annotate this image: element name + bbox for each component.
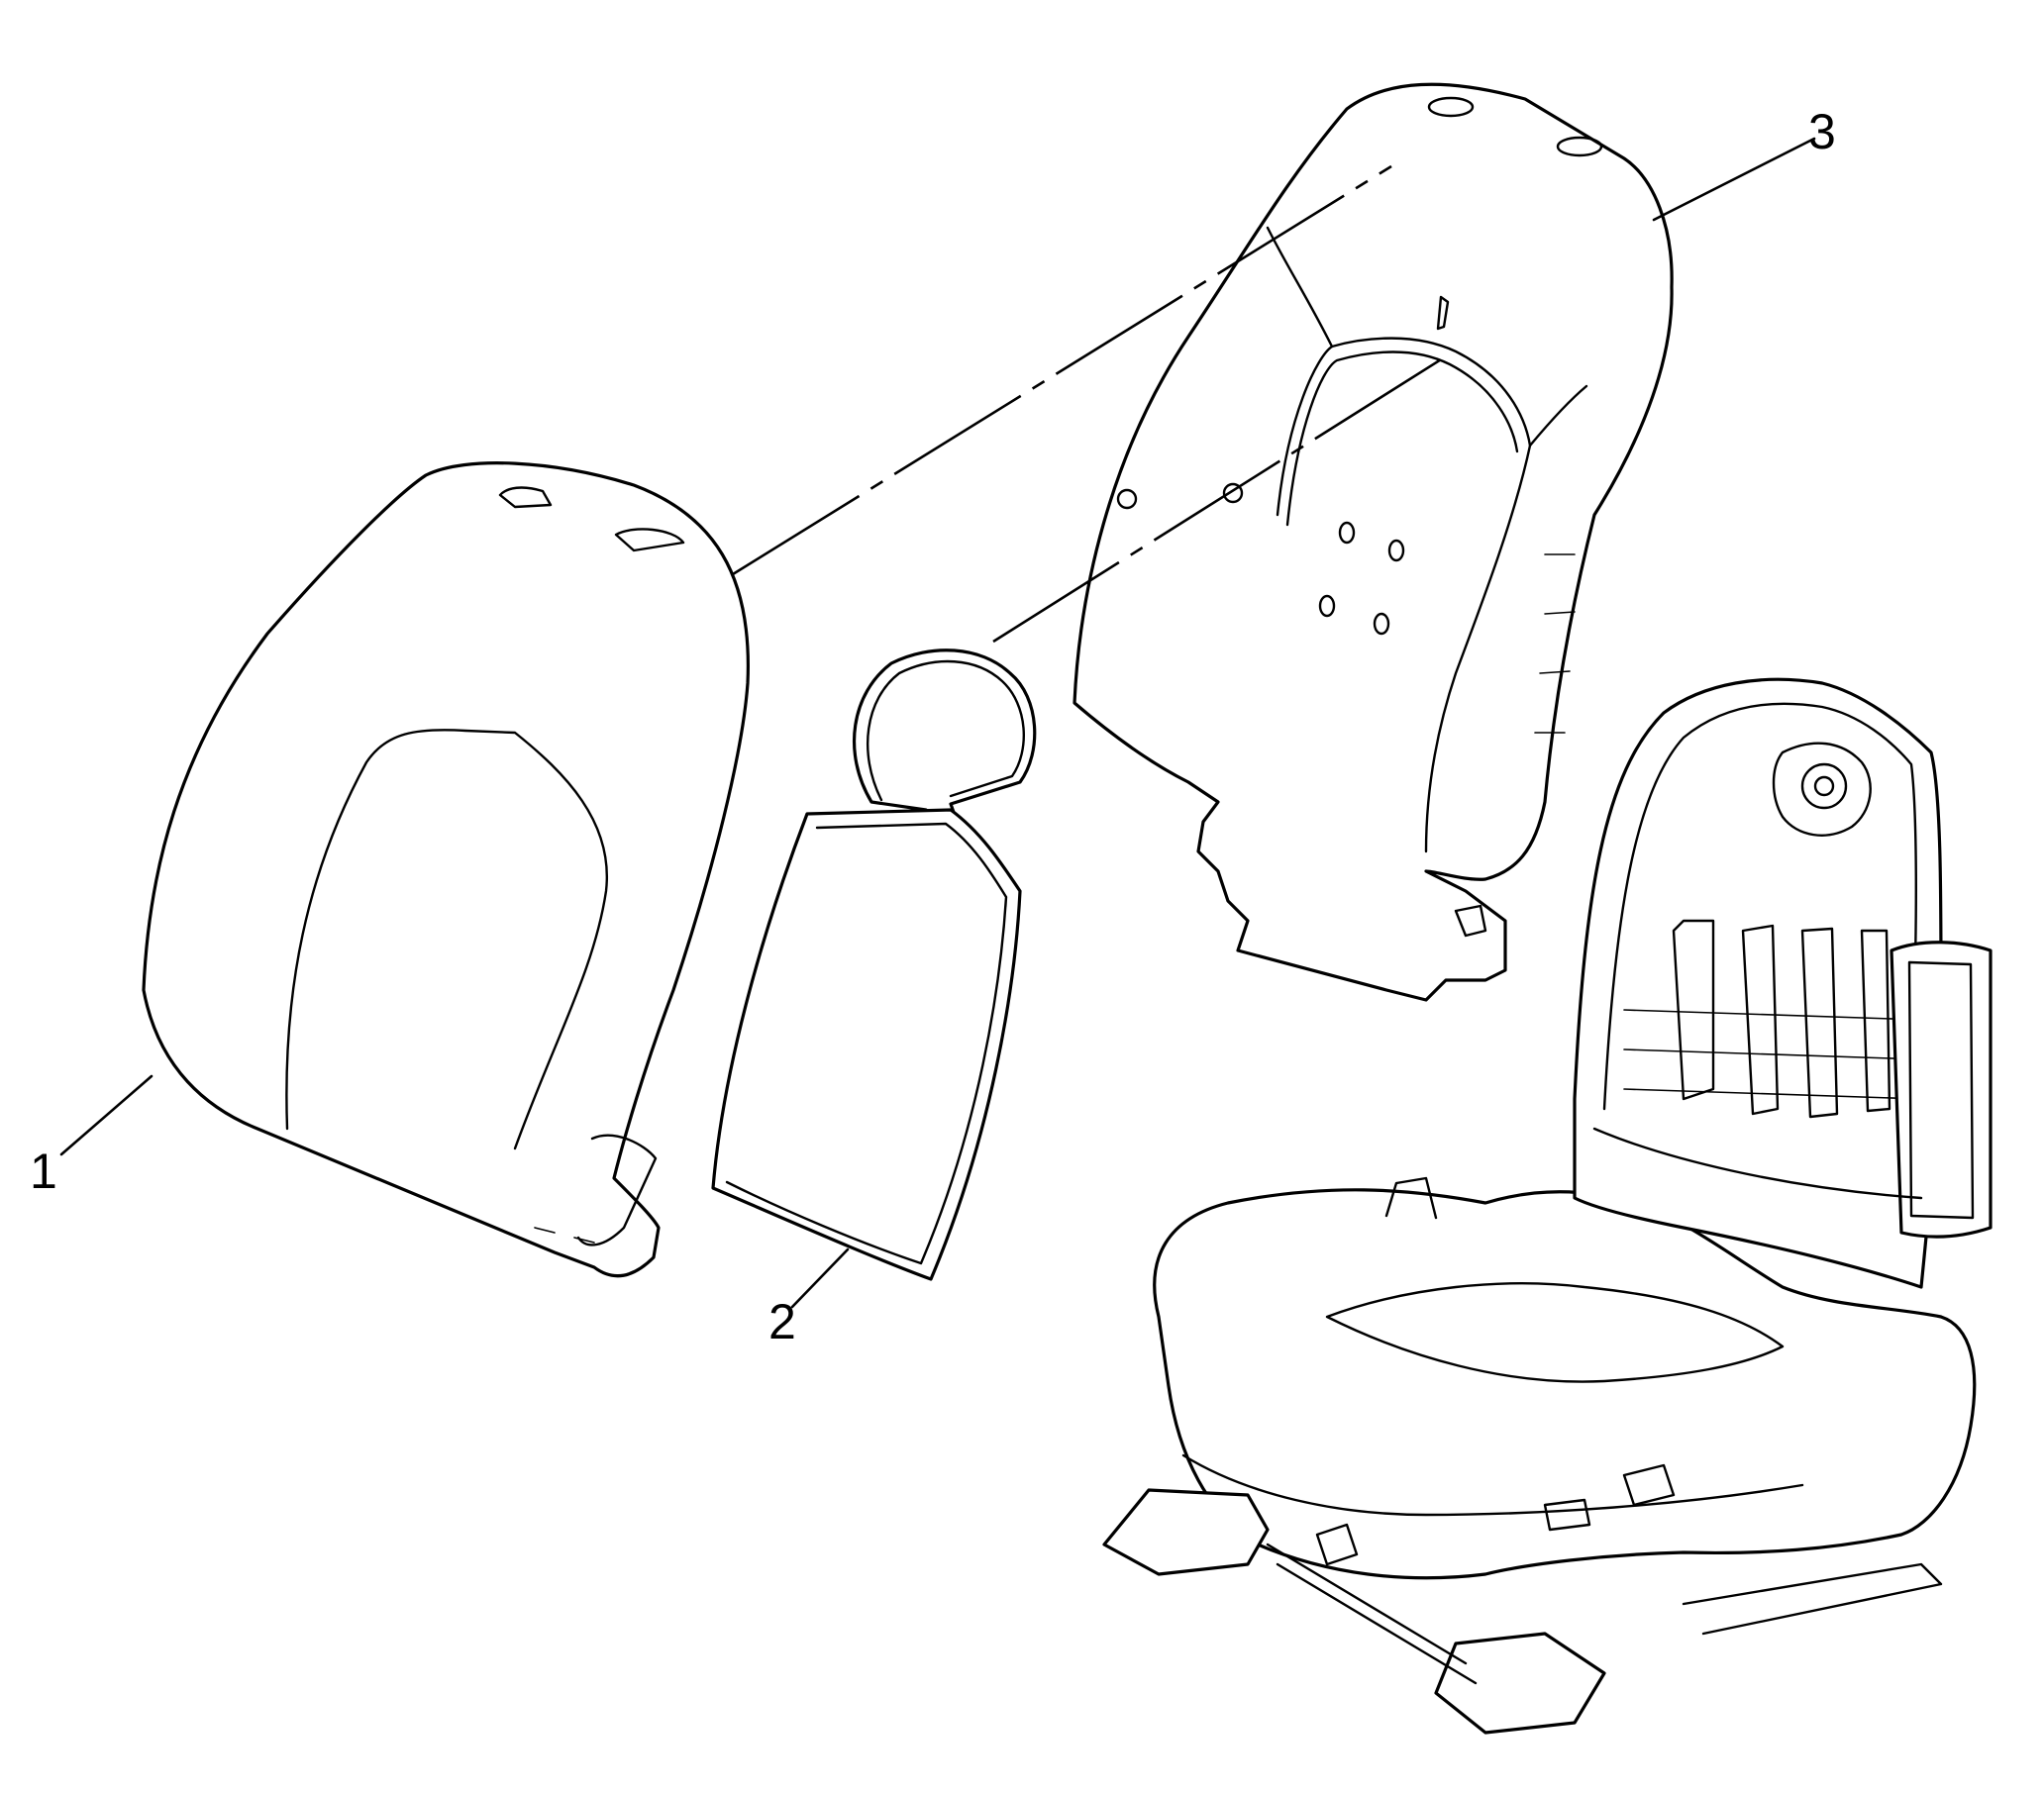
- assembly-line-cover: [732, 164, 1392, 576]
- seat-back-pad: [711, 648, 1037, 1281]
- leader-line-3: [1652, 137, 1816, 222]
- seat-back-cover: [142, 461, 751, 1278]
- callout-1: 1: [30, 1144, 57, 1199]
- leader-line-1: [59, 1074, 153, 1156]
- leader-line-2: [790, 1247, 850, 1309]
- assembly-line-pad: [992, 354, 1447, 644]
- callout-3: 3: [1808, 104, 1836, 159]
- callout-2: 2: [768, 1294, 796, 1349]
- seat-assembly: [1102, 677, 1993, 1735]
- seat-back-foam: [1073, 82, 1674, 1002]
